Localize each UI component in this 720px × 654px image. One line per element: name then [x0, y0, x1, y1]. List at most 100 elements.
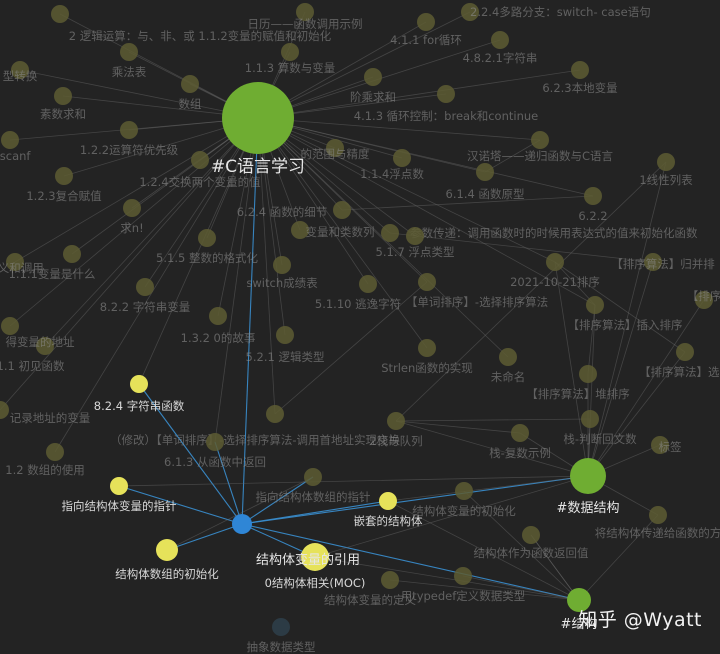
node-dot[interactable]: [63, 245, 81, 263]
graph-node-d35[interactable]: 6.1.1 初见函数: [0, 337, 65, 373]
node-dot[interactable]: [326, 139, 344, 157]
graph-node-f5[interactable]: 嵌套的结构体: [354, 492, 423, 528]
node-dot[interactable]: [266, 405, 284, 423]
node-dot[interactable]: [272, 618, 290, 636]
graph-node-d5[interactable]: 1.1.3 算数与变量: [245, 43, 335, 75]
graph-node-d36[interactable]: 5.2.1 逻辑类型: [246, 326, 325, 364]
graph-node-d18[interactable]: 6.1.4 函数原型: [446, 163, 525, 201]
node-dot[interactable]: [586, 296, 604, 314]
graph-node-d24[interactable]: 5.1.7 浮点类型: [376, 227, 455, 259]
node-dot[interactable]: [120, 43, 138, 61]
graph-node-d9[interactable]: 数组: [179, 75, 202, 111]
graph-node-d27[interactable]: 【排序算法】归并排: [611, 253, 715, 271]
node-dot[interactable]: [379, 492, 397, 510]
graph-node-d10[interactable]: 素数求和: [40, 87, 86, 121]
graph-node-d8[interactable]: 阶乘求和: [350, 68, 396, 104]
node-dot[interactable]: [381, 224, 399, 242]
graph-node-d38[interactable]: 未命名: [491, 348, 526, 384]
graph-node-d20[interactable]: 6.2.2: [578, 187, 608, 223]
graph-node-f1[interactable]: 8.2.4 字符串函数: [94, 375, 185, 413]
node-dot[interactable]: [0, 401, 9, 419]
node-dot[interactable]: [649, 506, 667, 524]
graph-node-d45[interactable]: 栈-复数示例: [489, 424, 551, 460]
graph-node-d26[interactable]: 2021-10-21排序: [510, 253, 600, 289]
graph-node-d16[interactable]: 1.2.4交换两个变量的值: [139, 151, 261, 189]
graph-node-f2[interactable]: 指向结构体变量的指针: [62, 477, 177, 513]
node-dot[interactable]: [110, 477, 128, 495]
node-dot[interactable]: [522, 526, 540, 544]
graph-node-sel[interactable]: 结构体变量的引用: [232, 514, 360, 568]
node-dot[interactable]: [359, 275, 377, 293]
graph-node-d46[interactable]: 1.2 数组的使用: [5, 443, 85, 477]
node-dot[interactable]: [695, 291, 713, 309]
graph-node-f3[interactable]: 结构体数组的初始化: [115, 539, 219, 581]
graph-node-d44[interactable]: 6.1.3 从函数中返回: [164, 433, 266, 469]
graph-node-d59[interactable]: 记录地址的变量: [0, 401, 90, 425]
node-dot[interactable]: [46, 443, 64, 461]
graph-node-d17[interactable]: 1.2.3复合赋值: [26, 167, 102, 203]
graph-node-d6[interactable]: 乘法表: [112, 43, 147, 79]
graph-node-d12[interactable]: 1.2.2运算符优先级: [80, 121, 179, 157]
graph-node-d32[interactable]: 【单词排序】-选择排序算法: [406, 273, 548, 309]
graph-node-d14[interactable]: 1线性列表: [639, 153, 693, 187]
node-dot[interactable]: [546, 253, 564, 271]
node-dot[interactable]: [579, 365, 597, 383]
graph-node-h3[interactable]: #结构: [561, 588, 598, 632]
graph-node-d19[interactable]: 6.2.4 函数的细节: [237, 201, 351, 219]
graph-node-d42[interactable]: 2栈与队列: [369, 412, 423, 448]
node-dot[interactable]: [570, 458, 606, 494]
graph-node-d48[interactable]: 结构体变量的初始化: [412, 482, 516, 518]
node-dot[interactable]: [393, 149, 411, 167]
graph-node-d22[interactable]: 变量和类数列: [291, 221, 375, 239]
node-dot[interactable]: [644, 253, 662, 271]
node-dot[interactable]: [571, 61, 589, 79]
graph-node-d62[interactable]: 标签: [651, 436, 682, 454]
graph-node-d43[interactable]: 栈-判断回文数: [563, 410, 637, 446]
graph-node-d30[interactable]: 8.2.2 字符串变量: [100, 278, 190, 314]
graph-node-d55[interactable]: 型转换: [3, 61, 38, 83]
node-dot[interactable]: [156, 539, 178, 561]
node-dot[interactable]: [584, 187, 602, 205]
graph-node-d21[interactable]: 求n!: [120, 199, 144, 235]
graph-node-d41[interactable]: （修改）【单词排序】-选择排序算法-调用首地址实现交换: [110, 405, 401, 447]
node-dot[interactable]: [232, 514, 252, 534]
node-dot[interactable]: [198, 229, 216, 247]
graph-node-ds[interactable]: #数据结构: [557, 458, 620, 516]
graph-node-d3[interactable]: 4.1.1 for循环: [390, 13, 462, 47]
graph-node-d49[interactable]: 将结构体传递给函数的方: [595, 506, 720, 540]
node-dot[interactable]: [511, 424, 529, 442]
node-dot[interactable]: [651, 436, 669, 454]
node-dot[interactable]: [387, 412, 405, 430]
graph-node-d2[interactable]: 2.2.4多路分支：switch- case语句: [461, 3, 651, 21]
node-dot[interactable]: [567, 588, 591, 612]
graph-node-d4[interactable]: 4.8.2.1字符串: [463, 31, 538, 65]
node-dot[interactable]: [36, 337, 54, 355]
graph-node-d25[interactable]: 5.1.5 整数的格式化: [156, 229, 258, 265]
node-dot[interactable]: [418, 339, 436, 357]
node-dot[interactable]: [531, 131, 549, 149]
graph-node-d61[interactable]: 【排序: [687, 289, 720, 309]
node-dot[interactable]: [136, 278, 154, 296]
graph-node-d52[interactable]: 用typedef定义数据类型: [401, 567, 526, 603]
graph-node-d60[interactable]: 的范围与精度: [301, 139, 370, 161]
node-dot[interactable]: [206, 433, 224, 451]
node-dot[interactable]: [281, 43, 299, 61]
graph-node-d23[interactable]: 参数传递：调用函数时的时候用表达式的值来初始化函数: [381, 224, 698, 242]
node-dot[interactable]: [296, 3, 314, 21]
node-dot[interactable]: [1, 317, 19, 335]
graph-node-d40[interactable]: 【排序算法】堆排序: [526, 365, 630, 401]
node-dot[interactable]: [1, 131, 19, 149]
node-dot[interactable]: [454, 567, 472, 585]
graph-node-d1[interactable]: 日历——函数调用示例: [248, 3, 363, 31]
graph-node-c[interactable]: #C语言学习: [211, 82, 305, 177]
node-dot[interactable]: [276, 326, 294, 344]
node-dot[interactable]: [55, 167, 73, 185]
graph-node-d29[interactable]: switch成绩表: [246, 256, 318, 290]
node-dot[interactable]: [417, 13, 435, 31]
node-dot[interactable]: [418, 273, 436, 291]
node-dot[interactable]: [455, 482, 473, 500]
graph-node-d51[interactable]: 结构体变量的定义: [324, 571, 416, 607]
node-dot[interactable]: [304, 468, 322, 486]
node-dot[interactable]: [333, 201, 351, 219]
